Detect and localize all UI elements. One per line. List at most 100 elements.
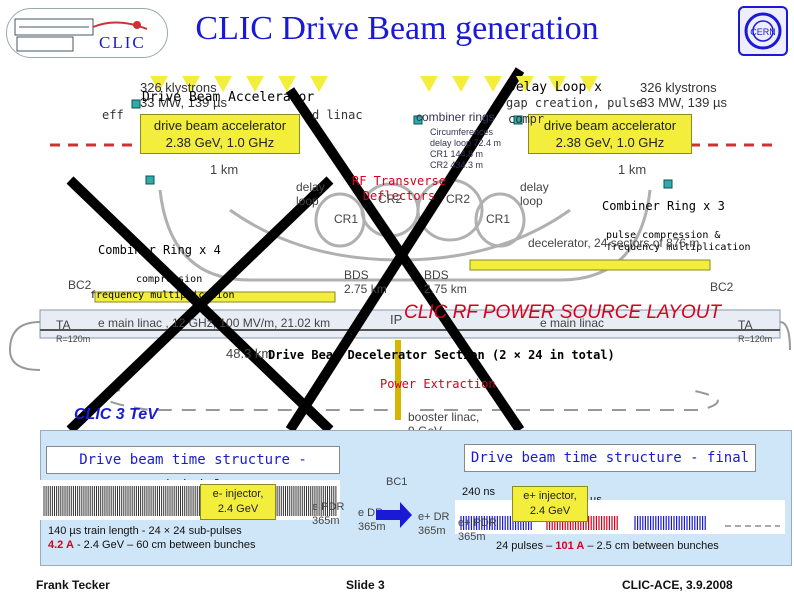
drive-beam-accelerator-label: Drive Beam Accelerator — [142, 90, 315, 105]
klystron-icon — [580, 76, 598, 92]
delay-loop-small-right: delay loop — [520, 180, 549, 208]
klystron-icon — [182, 76, 200, 92]
bc2-right: BC2 — [710, 280, 734, 294]
cr2-right: CR2 — [446, 192, 471, 206]
length-left: 1 km — [210, 162, 239, 177]
dr-left-len: 365m — [358, 521, 386, 533]
time-initial-rest: - 2.4 GeV – 60 cm between bunches — [73, 539, 256, 551]
booster-linac-name: booster linac, — [408, 410, 480, 424]
clic-3tev-label: CLIC 3 TeV — [74, 406, 158, 423]
rf-deflectors-line1: RF Transverse — [352, 174, 446, 188]
cr2-left: CR2 — [378, 192, 403, 206]
pulse-comp-right: pulse compression & frequency multiplica… — [606, 230, 751, 254]
time-initial-title: Drive beam time structure - initial — [46, 446, 340, 494]
pdr-left-name: e PDR — [312, 501, 345, 513]
drive-beam-accelerator-left: drive beam accelerator 2.38 GeV, 1.0 GHz — [140, 114, 300, 154]
circ-cr2: CR2 434.3 m — [430, 160, 484, 170]
klystron-icon — [150, 76, 168, 92]
time-final-post: – 2.5 cm between bunches — [584, 540, 719, 552]
dr-right: e+ DR 365m — [418, 510, 450, 538]
combiner-rings-label: combiner rings — [416, 110, 495, 124]
decelerator-section: Drive Beam Decelerator Section (2 × 24 i… — [268, 348, 615, 362]
footer-author: Frank Tecker — [36, 578, 110, 592]
arrow-icon — [376, 502, 412, 528]
linac-tail-label: d linac — [312, 108, 363, 122]
final-pulse-train — [455, 500, 785, 534]
pdr-right: e+ PDR 365m — [458, 516, 497, 544]
klystrons-left-power: 33 MW, 139 µs — [140, 95, 227, 110]
initial-pulse-train — [40, 480, 340, 520]
cern-logo: CERN — [738, 6, 788, 56]
dr-right-name: e+ DR — [418, 511, 450, 523]
bds-right-len: 2.75 km — [424, 282, 467, 296]
dr-right-len: 365m — [418, 525, 446, 537]
e-plus-injector: e+ injector, 2.4 GeV — [512, 486, 588, 522]
time-initial-desc: 140 µs train length - 24 × 24 sub-pulses… — [48, 524, 256, 552]
pdr-right-name: e+ PDR — [458, 517, 497, 529]
pdr-left-len: 365m — [312, 515, 340, 527]
delay-loop-small-left-2: loop — [296, 194, 319, 208]
rf-deflectors: RF Transverse Deflectors — [352, 174, 446, 204]
ta-right: TA R=120m — [738, 318, 772, 346]
time-final-pre: 24 pulses – — [496, 540, 556, 552]
klystron-row-right — [420, 76, 598, 92]
pulse-comp-right-1: pulse compression & — [606, 230, 721, 241]
e-plus-injector-name: e+ injector, — [523, 490, 577, 502]
rf-power-layout-title: CLIC RF POWER SOURCE LAYOUT — [404, 302, 722, 323]
pulse-comp-left-1: compression — [136, 274, 203, 285]
cern-logo-text: CERN — [750, 27, 776, 37]
clic-logo-text: CLIC — [99, 33, 146, 52]
main-linac-left: e main linac , 12 GHz, 100 MV/m, 21.02 k… — [98, 316, 331, 330]
ip-label: IP — [390, 312, 403, 327]
bc2-left: BC2 — [68, 278, 92, 292]
klystrons-left-count: 326 klystrons — [140, 80, 217, 95]
page-title: CLIC Drive Beam generation — [195, 10, 599, 47]
footer-slide: Slide 3 — [346, 578, 385, 592]
main-linac-right: e main linac — [540, 316, 605, 330]
ta-right-r: R=120m — [738, 334, 773, 344]
combiner-ring-3: Combiner Ring x 3 — [602, 199, 725, 213]
time-initial-line1: 140 µs train length - 24 × 24 sub-pulses — [48, 525, 242, 537]
dba-left-line2: 2.38 GeV, 1.0 GHz — [165, 135, 275, 150]
cr1-left: CR1 — [334, 212, 359, 226]
total-length: 48.3 km — [226, 346, 273, 361]
delay-loop-small-left: delay loop — [296, 180, 325, 208]
delay-loop-small-left-1: delay — [296, 180, 325, 194]
klystron-icon — [278, 76, 296, 92]
bds-left-name: BDS — [344, 268, 369, 282]
ta-left-name: TA — [56, 318, 71, 332]
length-right: 1 km — [618, 162, 647, 177]
bc1-label: BC1 — [386, 476, 408, 488]
dba-right-line2: 2.38 GeV, 1.0 GHz — [555, 135, 665, 150]
e-minus-injector: e- injector, 2.4 GeV — [200, 484, 276, 520]
klystron-icon — [310, 76, 328, 92]
time-final-gap: 240 ns — [462, 486, 496, 498]
power-extraction: Power Extraction — [380, 377, 496, 391]
eff-label: eff — [102, 108, 124, 122]
delay-loop-sub1: gap creation, pulse — [506, 96, 644, 110]
bds-left-len: 2.75 km — [344, 282, 387, 296]
delay-loop-sub2: compr — [508, 112, 545, 126]
dba-right-line1: drive beam accelerator — [543, 118, 677, 133]
decelerator-label: decelerator, 24 sectors of 876 m — [528, 236, 700, 250]
klystrons-right-power: 33 MW, 139 µs — [640, 95, 727, 110]
circ-delay: delay loop 72.4 m — [430, 138, 502, 148]
time-initial-line2: 4.2 A - 2.4 GeV – 60 cm between bunches — [48, 538, 256, 552]
klystrons-right: 326 klystrons 33 MW, 139 µs — [640, 80, 727, 110]
drive-beam-accelerator-right: drive beam accelerator 2.38 GeV, 1.0 GHz — [528, 114, 692, 154]
time-initial-current: 4.2 A — [48, 539, 74, 551]
klystron-icon — [516, 76, 534, 92]
clic-logo-graphic — [14, 18, 148, 52]
time-final-desc: 24 pulses – 101 A – 2.5 cm between bunch… — [496, 540, 719, 552]
delay-loop-small-right-1: delay — [520, 180, 549, 194]
dba-left-line1: drive beam accelerator — [153, 118, 287, 133]
bds-left: BDS 2.75 km — [344, 268, 387, 296]
klystron-icon — [452, 76, 470, 92]
pdr-left: e PDR 365m — [312, 500, 344, 528]
klystron-row-left — [150, 76, 328, 92]
bds-right-name: BDS — [424, 268, 449, 282]
cr1-right: CR1 — [486, 212, 511, 226]
delay-loop-small-right-2: loop — [520, 194, 543, 208]
pulse-comp-left-2: frequency multiplication — [90, 290, 235, 301]
rf-deflectors-line2: Deflectors — [362, 189, 436, 203]
